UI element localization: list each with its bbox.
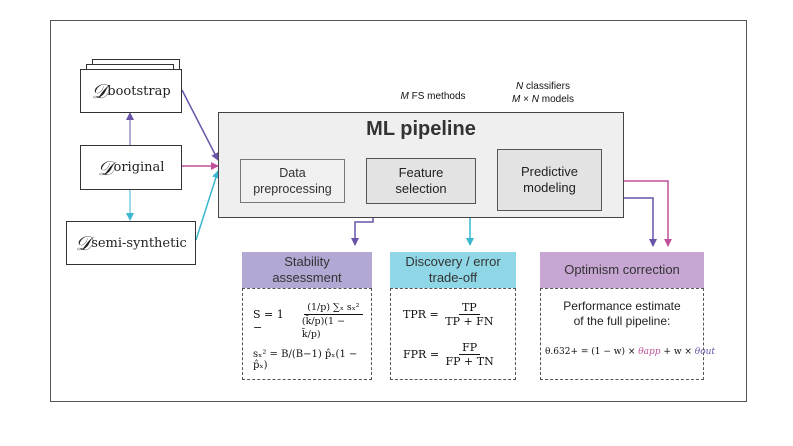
- optimism-formula-box: Performance estimate of the full pipelin…: [540, 288, 715, 380]
- label-var: N: [531, 94, 539, 105]
- label-text: models: [538, 94, 574, 105]
- dataset-subscript: semi-synthetic: [91, 235, 187, 251]
- step-line: Feature: [398, 165, 444, 180]
- step-line: selection: [395, 181, 447, 196]
- label-text: FS methods: [408, 91, 466, 102]
- formula-lhs: TPR =: [403, 308, 439, 321]
- label-classifiers: N classifiers M × N models: [488, 80, 598, 106]
- formula-denominator: TP + FN: [445, 315, 494, 328]
- header-line: Discovery / error: [405, 254, 501, 269]
- tpr-formula: TPR = TP TP + FN: [403, 301, 496, 328]
- arrow-bootstrap-to-pipeline: [181, 89, 219, 161]
- header-line: Stability: [284, 254, 330, 269]
- performance-text: Performance estimate of the full pipelin…: [541, 299, 703, 329]
- label-text: ×: [520, 94, 532, 105]
- header-line: assessment: [272, 270, 342, 285]
- formula-fraction: TP TP + FN: [442, 301, 496, 328]
- label-line: M × N models: [488, 93, 598, 106]
- dataset-symbol: 𝒟: [97, 155, 114, 180]
- formula-denominator: (k̄/p)(1 − k̄/p): [301, 316, 346, 340]
- label-text: classifiers: [523, 81, 570, 92]
- header-line: Optimism correction: [564, 262, 680, 277]
- step-line: Data: [279, 166, 306, 180]
- label-var: M: [512, 94, 521, 105]
- formula-numerator: (1/p) ∑ₓ sₓ²: [304, 301, 363, 315]
- formula-mid: + w ×: [660, 347, 695, 357]
- perf-line: Performance estimate: [563, 299, 681, 313]
- dataset-symbol: 𝒟: [75, 231, 92, 255]
- step-line: modeling: [523, 180, 576, 195]
- figure-frame: [50, 20, 747, 402]
- stability-s2-formula: sₓ² = B/(B−1) p̂ₓ(1 − p̂ₓ): [253, 349, 358, 371]
- arrow-semi-to-pipeline: [195, 170, 220, 241]
- label-var: N: [516, 81, 524, 92]
- fpr-formula: FPR = FP FP + TN: [403, 341, 497, 368]
- formula-fraction: FP FP + TN: [443, 341, 497, 368]
- formula-lhs: FPR =: [403, 348, 440, 361]
- stability-formula-box: S = 1 − (1/p) ∑ₓ sₓ² (k̄/p)(1 − k̄/p) sₓ…: [242, 288, 372, 380]
- dataset-symbol: 𝒟: [91, 79, 108, 103]
- formula-lhs: S = 1 −: [253, 308, 284, 334]
- dataset-subscript: bootstrap: [107, 83, 171, 99]
- dataset-subscript: original: [113, 160, 165, 175]
- formula-lhs: θ.632+ = (1 − w) ×: [545, 347, 639, 357]
- formula-numerator: FP: [459, 341, 481, 355]
- formula-fraction: (1/p) ∑ₓ sₓ² (k̄/p)(1 − k̄/p): [299, 301, 368, 341]
- theta-formula: θ.632+ = (1 − w) × θapp + w × θout: [545, 347, 715, 357]
- step-data-preprocessing: Data preprocessing: [240, 159, 345, 203]
- stability-s-formula: S = 1 − (1/p) ∑ₓ sₓ² (k̄/p)(1 − k̄/p): [253, 301, 368, 341]
- arrow-pred-to-optimism-b: [602, 180, 672, 247]
- theta-out: θout: [694, 347, 716, 357]
- perf-line: of the full pipeline:: [573, 314, 671, 328]
- optimism-header: Optimism correction: [540, 252, 704, 288]
- discovery-formula-box: TPR = TP TP + FN FPR = FP FP + TN: [390, 288, 516, 380]
- pipeline-title: ML pipeline: [366, 118, 476, 140]
- step-line: Predictive: [520, 164, 579, 179]
- step-line: preprocessing: [253, 182, 332, 196]
- theta-app: θapp: [638, 347, 661, 357]
- formula-numerator: TP: [458, 301, 480, 315]
- formula-denominator: FP + TN: [445, 355, 494, 368]
- label-var: M: [400, 91, 409, 102]
- label-line: N classifiers: [488, 80, 598, 93]
- header-line: trade-off: [428, 270, 478, 285]
- label-fs-methods: M FS methods: [378, 90, 488, 103]
